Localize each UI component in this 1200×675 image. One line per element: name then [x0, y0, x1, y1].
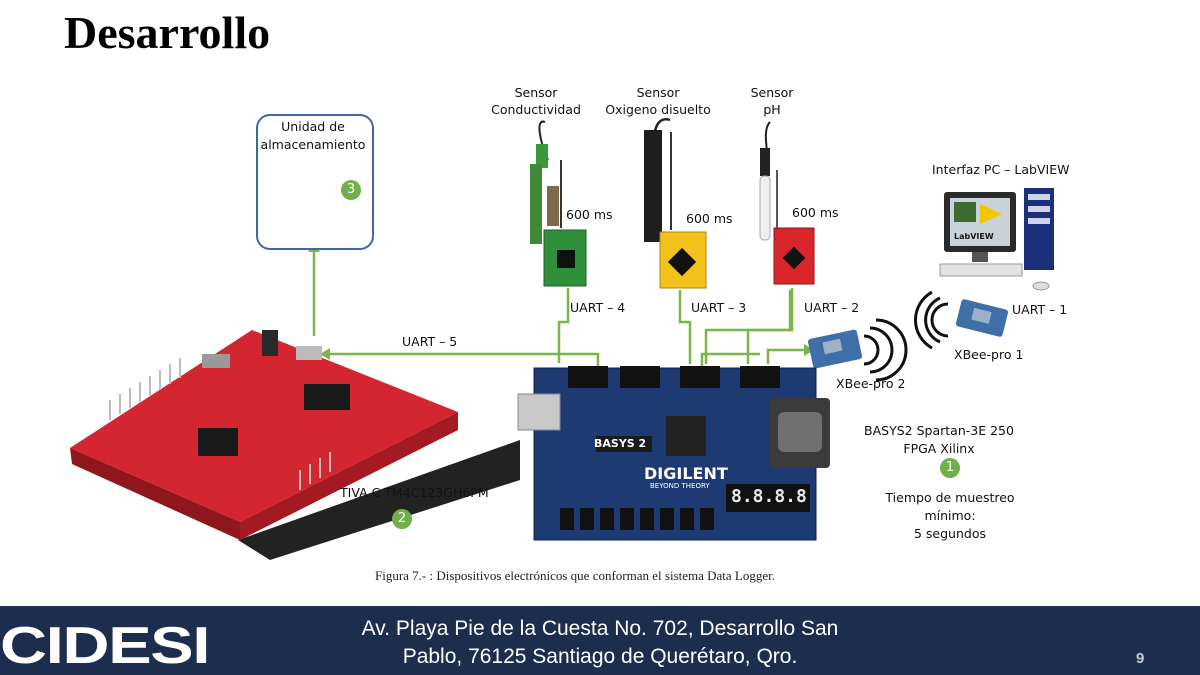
connector-xbee2 [766, 348, 806, 364]
uart2-label: UART – 2 [804, 300, 860, 315]
basys2-board-graphic [517, 366, 830, 541]
sampling-line3: 5 segundos [913, 526, 986, 541]
sd-card-text: SD [288, 184, 305, 198]
uart3-label: UART – 3 [691, 300, 747, 315]
digilent-brand-sub: BEYOND THEORY [650, 482, 710, 490]
fpga-label-line1: BASYS2 Spartan-3E 250 [864, 423, 1014, 438]
badge-1: 1 [940, 458, 960, 478]
slide-title: Desarrollo [64, 7, 271, 58]
pc-label: Interfaz PC – LabVIEW [932, 162, 1070, 177]
cidesi-logo: CIDESI [0, 617, 210, 675]
basys2-board-text: BASYS 2 [594, 437, 647, 450]
sensor-ph-line2: pH [763, 102, 781, 117]
board-ph [773, 227, 815, 285]
board-conductividad [543, 229, 587, 287]
diagram-graphics [70, 118, 1054, 560]
connector-uart2 [746, 288, 794, 364]
xbee1-label: XBee-pro 1 [954, 347, 1024, 362]
sensor-conductividad-line2: Conductividad [491, 102, 581, 117]
footer-bar [0, 606, 1200, 675]
footer-address-line1: Av. Playa Pie de la Cuesta No. 702, Desa… [361, 617, 839, 640]
xbee2-label: XBee-pro 2 [836, 376, 906, 391]
sampling-line2: mínimo: [924, 508, 976, 523]
storage-label-line2: almacenamiento [260, 137, 366, 152]
badge-3: 3 [341, 180, 361, 200]
storage-label-line1: Unidad de [281, 119, 345, 134]
uart1-label: UART – 1 [1012, 302, 1068, 317]
digilent-brand: DIGILENT [644, 464, 728, 483]
sensor-oxigeno-line2: Oxigeno disuelto [605, 102, 711, 117]
pc-graphic [939, 188, 1054, 291]
arrow-uart5 [320, 348, 330, 360]
rate-ph: 600 ms [792, 205, 839, 220]
board-oxigeno [659, 231, 707, 289]
tiva-board-graphic [70, 330, 520, 560]
figure-caption: Figura 7.- : Dispositivos electrónicos q… [374, 568, 776, 583]
connector-lines [312, 248, 806, 368]
tiva-label: TIVA C TM4C123GH6PM [340, 485, 489, 500]
connector-uart4 [557, 288, 570, 363]
arrow-xbee2 [804, 344, 814, 356]
probe-conductividad [530, 120, 562, 244]
sampling-line1: Tiempo de muestreo [885, 490, 1015, 505]
rate-oxigeno: 600 ms [686, 211, 733, 226]
seven-seg-display: 8.8.8.8 [731, 486, 807, 507]
xbee2-graphic [807, 318, 908, 382]
sensor-conductividad-line1: Sensor [514, 85, 558, 100]
connector-uart3-cross [700, 352, 760, 368]
sensor-oxigeno-line1: Sensor [636, 85, 680, 100]
fpga-label-line2: FPGA Xilinx [903, 441, 975, 456]
probe-oxigeno [644, 118, 672, 242]
sensor-ph-line1: Sensor [750, 85, 794, 100]
uart5-label: UART – 5 [402, 334, 458, 349]
connector-uart3 [678, 290, 692, 364]
rate-conductividad: 600 ms [566, 207, 613, 222]
labview-screen-text: LabVIEW [954, 232, 994, 241]
connector-uart5 [330, 352, 600, 368]
probe-ph [759, 121, 778, 241]
uart4-label: UART – 4 [570, 300, 626, 315]
xbee1-graphic [914, 290, 1009, 350]
badge-2: 2 [392, 509, 412, 529]
footer-address-line2: Pablo, 76125 Santiago de Querétaro, Qro. [402, 645, 798, 668]
page-number: 9 [1136, 650, 1145, 667]
